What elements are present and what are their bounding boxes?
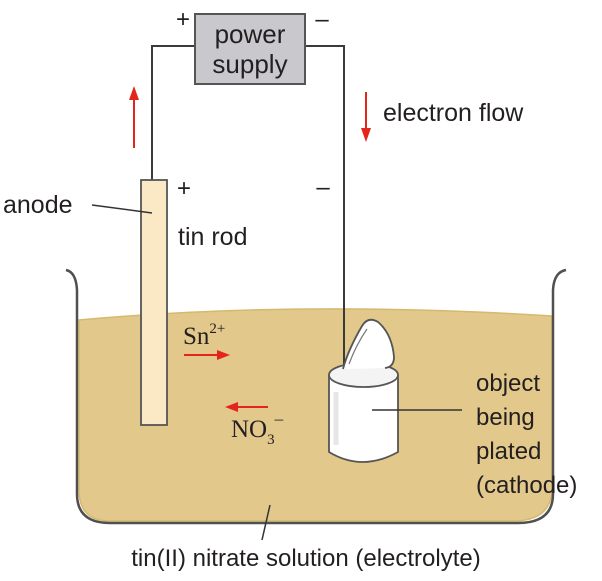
electron-flow-arrow (361, 92, 371, 142)
anode-label: anode (3, 191, 73, 219)
nitrate-ion-charge: – (274, 409, 284, 428)
cathode-wire (305, 45, 345, 368)
tin-ion-charge: 2+ (209, 321, 225, 337)
tin-ion-arrow (184, 350, 230, 360)
power-supply-label-line1: power (215, 19, 286, 49)
anode-plus-sign: + (177, 175, 191, 202)
tin-can-cathode (328, 318, 399, 463)
tin-ion-symbol: Sn (183, 323, 210, 350)
power-supply-box (194, 13, 306, 85)
tin-rod-label: tin rod (178, 223, 247, 251)
object-label-line1: object (476, 370, 540, 397)
electrolyte-leader-line (261, 504, 271, 541)
nitrate-ion-symbol: NO (231, 416, 267, 443)
nitrate-ion-label: NO3 – (231, 409, 284, 448)
power-supply-minus-sign: – (315, 6, 329, 33)
nitrate-ion-subscript: 3 (267, 432, 275, 448)
electron-flow-label: electron flow (383, 99, 524, 127)
tin-rod-anode (140, 179, 168, 426)
anode-wire (151, 45, 195, 180)
cathode-minus-sign: – (316, 174, 330, 201)
power-supply-plus-sign: + (176, 6, 190, 33)
nitrate-ion-arrow (225, 402, 268, 412)
electrolyte-solution (78, 308, 553, 522)
object-label-line2: being (476, 404, 535, 431)
object-label-line3: plated (476, 438, 541, 465)
electrolyte-label: tin(II) nitrate solution (electrolyte) (131, 545, 480, 572)
object-label-line4: (cathode) (476, 472, 577, 499)
anode-leader-line (91, 204, 153, 214)
power-supply-label-line2: supply (212, 49, 287, 79)
beaker (65, 268, 567, 525)
tin-ion-label: Sn2+ (183, 321, 225, 350)
anode-wire-arrow (129, 86, 139, 148)
